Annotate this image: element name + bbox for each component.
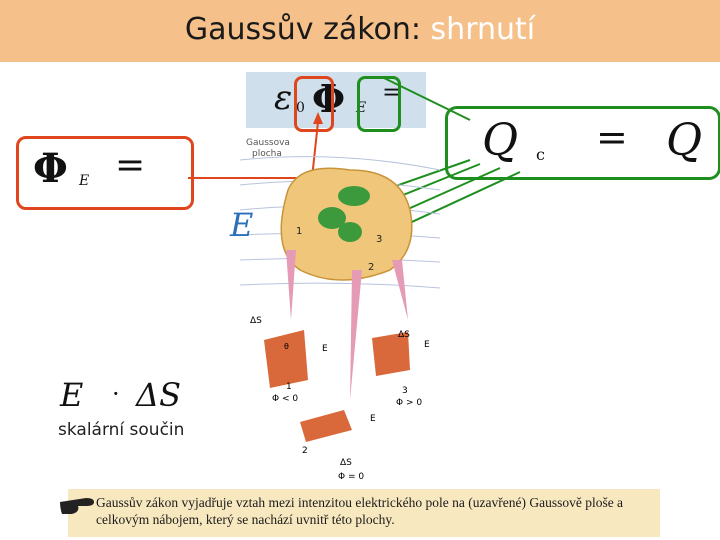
note-panel <box>68 489 660 537</box>
vector-e-label-1: E <box>322 344 328 354</box>
scalar-product-label: skalární součin <box>58 420 185 440</box>
point-1: 1 <box>296 226 303 237</box>
gauss-label-line1: Gaussova <box>246 138 290 148</box>
subscript-c: c <box>536 145 545 164</box>
title-accent: shrnutí <box>430 12 536 47</box>
point-3: 3 <box>376 234 383 245</box>
ds-label-3: ΔS <box>398 330 410 340</box>
flux-box: Φ E = <box>16 136 194 210</box>
ds-label-2: ΔS <box>340 458 352 468</box>
equals-sign: = <box>115 145 146 186</box>
green-connector-top <box>383 77 471 121</box>
equals-sign: = <box>596 115 628 159</box>
subscript-e: E <box>356 100 367 116</box>
gauss-surface-figure <box>240 156 440 442</box>
highlight-red-top <box>294 76 334 132</box>
point-2: 2 <box>368 262 375 273</box>
surface-patch-1 <box>264 330 308 388</box>
theta-label-1: θ <box>284 342 289 351</box>
surface-patch-2 <box>300 410 352 442</box>
title-bar <box>0 0 720 62</box>
field-e-label: E <box>230 206 254 244</box>
note-text: Gaussův zákon vyjadřuje vztah mezi inten… <box>96 495 624 527</box>
phi-symbol: Φ <box>33 145 68 192</box>
pink-arrow-3 <box>392 260 408 320</box>
pink-arrow-1 <box>286 250 296 320</box>
flux-zero: Φ = 0 <box>338 472 365 482</box>
surface-patch-3 <box>372 332 410 376</box>
page-title: Gaussův zákon: shrnutí <box>0 12 720 47</box>
dot-operator: · <box>112 380 120 408</box>
patch-number-1: 1 <box>286 382 292 392</box>
pink-arrow-2 <box>350 270 362 400</box>
subscript-e: E <box>79 173 90 189</box>
q-symbol-2: Q <box>666 115 703 166</box>
dot-e-symbol: E <box>60 376 84 414</box>
red-arrowhead <box>313 112 323 124</box>
ds-label-1: ΔS <box>250 316 262 326</box>
dot-ds-symbol: ΔS <box>136 376 182 414</box>
patch-number-3: 3 <box>402 386 408 396</box>
highlight-green-top <box>357 76 401 132</box>
patch-number-2: 2 <box>302 446 308 456</box>
charge-blob-3 <box>338 222 362 242</box>
pointing-hand-icon <box>60 498 94 514</box>
flux-positive: Φ > 0 <box>396 398 423 408</box>
subscript-zero: 0 <box>296 100 305 116</box>
title-main: Gaussův zákon: <box>184 12 421 47</box>
charge-blob-2 <box>318 207 346 229</box>
q-symbol: Q <box>482 115 519 166</box>
charge-box: Q c = Q <box>445 106 720 180</box>
vector-e-label-2: E <box>370 414 376 424</box>
gauss-label-line2: plocha <box>252 149 282 159</box>
flux-negative: Φ < 0 <box>272 394 299 404</box>
epsilon-symbol: ε <box>274 78 293 118</box>
vector-e-label-3: E <box>424 340 430 350</box>
charge-blob-1 <box>338 186 370 206</box>
